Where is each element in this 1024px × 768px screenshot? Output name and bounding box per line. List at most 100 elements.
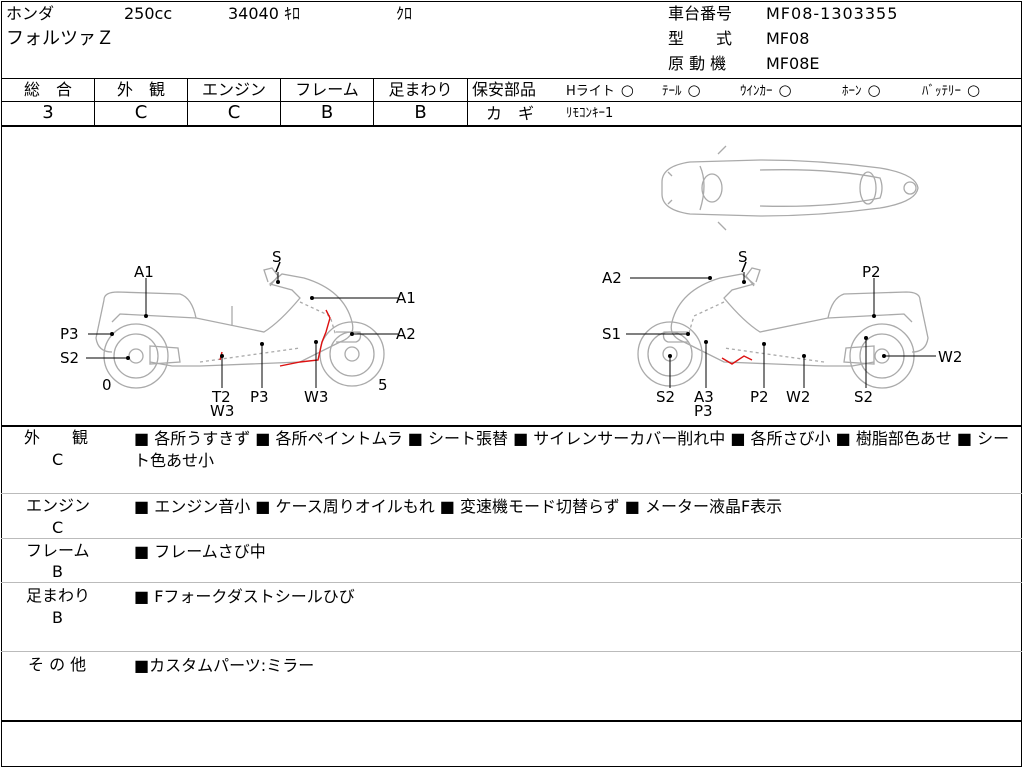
divider bbox=[1, 538, 1022, 539]
safety-item-status: ○ bbox=[967, 81, 981, 99]
section-other-title: そ の 他 bbox=[28, 655, 87, 674]
section-other-body: ■カスタムパーツ:ミラー bbox=[134, 656, 315, 675]
safety-item-status: ○ bbox=[778, 81, 792, 99]
safety-item-name: ﾊﾞｯﾃﾘｰ bbox=[922, 84, 961, 99]
maker: ホンダ bbox=[6, 4, 55, 23]
divider bbox=[1, 425, 1022, 427]
label-p3-bottom: P3 bbox=[250, 388, 269, 406]
key-value: ﾘﾓｺﾝｷｰ1 bbox=[566, 106, 614, 121]
divider bbox=[1, 101, 467, 102]
mirror-icons bbox=[275, 261, 747, 273]
engine-grade-label: エンジン bbox=[201, 80, 266, 99]
section-exterior-grade: C bbox=[52, 450, 64, 469]
label-zero: 0 bbox=[102, 376, 112, 394]
damage-marks bbox=[219, 309, 753, 367]
label-five: 5 bbox=[378, 376, 388, 394]
divider bbox=[1, 720, 1022, 722]
scooter-top-view-icon bbox=[661, 145, 919, 231]
section-frame-title: フレーム bbox=[26, 541, 90, 560]
safety-parts-label: 保安部品 bbox=[472, 80, 537, 99]
frame-grade: B bbox=[320, 102, 334, 123]
safety-item-battery: ﾊﾞｯﾃﾘｰ ○ bbox=[922, 81, 981, 99]
exterior-grade: C bbox=[134, 102, 148, 123]
divider bbox=[187, 78, 188, 125]
label-s1: S1 bbox=[602, 325, 621, 343]
section-engine-grade: C bbox=[52, 518, 64, 537]
safety-item-name: ﾎｰﾝ bbox=[842, 84, 862, 99]
overall-grade: 3 bbox=[42, 102, 54, 123]
label-t2: T2 bbox=[211, 388, 231, 406]
label-a2-left: A2 bbox=[396, 325, 416, 343]
safety-item-name: ﾃｰﾙ bbox=[662, 84, 682, 99]
safety-item-winker: ｳｲﾝｶｰ ○ bbox=[740, 81, 792, 99]
section-frame-body: ■ フレームさび中 bbox=[134, 542, 266, 561]
section-chassis-body: ■ Fフォークダストシールひび bbox=[134, 587, 355, 606]
divider bbox=[1, 582, 1022, 583]
safety-item-headlight: Hライト ○ bbox=[566, 81, 634, 99]
leader-lines bbox=[86, 272, 936, 388]
label-s2-left: S2 bbox=[60, 349, 79, 367]
divider bbox=[373, 78, 374, 125]
model-name: フォルツァＺ bbox=[6, 28, 114, 49]
section-chassis-title: 足まわり bbox=[26, 586, 91, 605]
label-a1-top: A1 bbox=[134, 263, 154, 281]
label-p3-right: P3 bbox=[694, 402, 713, 420]
label-w2-bottom: W2 bbox=[786, 388, 810, 406]
frame-no-label: 車台番号 bbox=[668, 4, 733, 23]
label-s-left: S bbox=[272, 248, 282, 266]
damage-diagram: A1 S A1 P3 A2 S2 0 5 T2 W3 P3 W3 A2 S P2… bbox=[60, 145, 962, 420]
mileage: 34040 ｷﾛ bbox=[228, 4, 300, 23]
section-chassis-grade: B bbox=[52, 608, 63, 627]
type-value: MF08 bbox=[766, 29, 810, 48]
label-p2-top: P2 bbox=[862, 263, 881, 281]
safety-item-status: ○ bbox=[687, 81, 701, 99]
engine-model-label: 原 動 機 bbox=[668, 54, 727, 73]
divider bbox=[1, 651, 1022, 652]
right-diagram-labels: A2 S P2 S1 W2 S2 A3 P3 P2 W2 S2 bbox=[602, 248, 962, 420]
section-engine-body: ■ エンジン音小 ■ ケース周りオイルもれ ■ 変速機モード切替らず ■ メータ… bbox=[134, 497, 783, 516]
label-s-right: S bbox=[738, 248, 748, 266]
scooter-left-side-icon bbox=[95, 267, 385, 389]
label-w3-bottom: W3 bbox=[304, 388, 328, 406]
key-label: カ ギ bbox=[486, 104, 535, 123]
safety-item-status: ○ bbox=[867, 81, 881, 99]
label-w3-under: W3 bbox=[210, 402, 234, 420]
divider bbox=[280, 78, 281, 125]
engine-grade: C bbox=[227, 102, 241, 123]
overall-grade-label: 総 合 bbox=[23, 80, 72, 99]
divider bbox=[1, 125, 1022, 127]
safety-item-horn: ﾎｰﾝ ○ bbox=[842, 81, 881, 99]
label-a3: A3 bbox=[694, 388, 714, 406]
safety-item-name: Hライト bbox=[566, 84, 615, 99]
frame-no: MF08-1303355 bbox=[766, 4, 899, 23]
label-p2-bottom: P2 bbox=[750, 388, 769, 406]
label-s2-right-left: S2 bbox=[656, 388, 675, 406]
frame-grade-label: フレーム bbox=[295, 80, 359, 99]
safety-item-status: ○ bbox=[620, 81, 634, 99]
color: ｸﾛ bbox=[396, 4, 413, 23]
displacement: 250cc bbox=[124, 4, 173, 23]
left-diagram-labels: A1 S A1 P3 A2 S2 0 5 T2 W3 P3 W3 bbox=[60, 248, 416, 420]
section-exterior-title: 外 観 bbox=[24, 428, 89, 447]
label-w2-right: W2 bbox=[938, 348, 962, 366]
divider bbox=[467, 78, 468, 125]
engine-model-value: MF08E bbox=[766, 54, 820, 73]
leader-dots bbox=[110, 276, 886, 360]
label-p3-left: P3 bbox=[60, 325, 79, 343]
scooter-right-side-icon bbox=[637, 267, 929, 389]
divider bbox=[1, 78, 1022, 79]
label-a2-right: A2 bbox=[602, 269, 622, 287]
chassis-grade: B bbox=[414, 102, 427, 123]
safety-item-name: ｳｲﾝｶｰ bbox=[740, 84, 773, 99]
label-s2-right: S2 bbox=[854, 388, 873, 406]
section-exterior-body: ■ 各所うすきず ■ 各所ペイントムラ ■ シート張替 ■ サイレンサーカバー削… bbox=[134, 429, 1010, 470]
type-label: 型 式 bbox=[668, 29, 733, 48]
section-engine-title: エンジン bbox=[26, 496, 91, 515]
divider bbox=[467, 101, 1022, 102]
label-a1-right: A1 bbox=[396, 289, 416, 307]
safety-item-tail: ﾃｰﾙ ○ bbox=[662, 81, 701, 99]
exterior-grade-label: 外 観 bbox=[116, 80, 165, 99]
section-frame-grade: B bbox=[52, 562, 63, 581]
